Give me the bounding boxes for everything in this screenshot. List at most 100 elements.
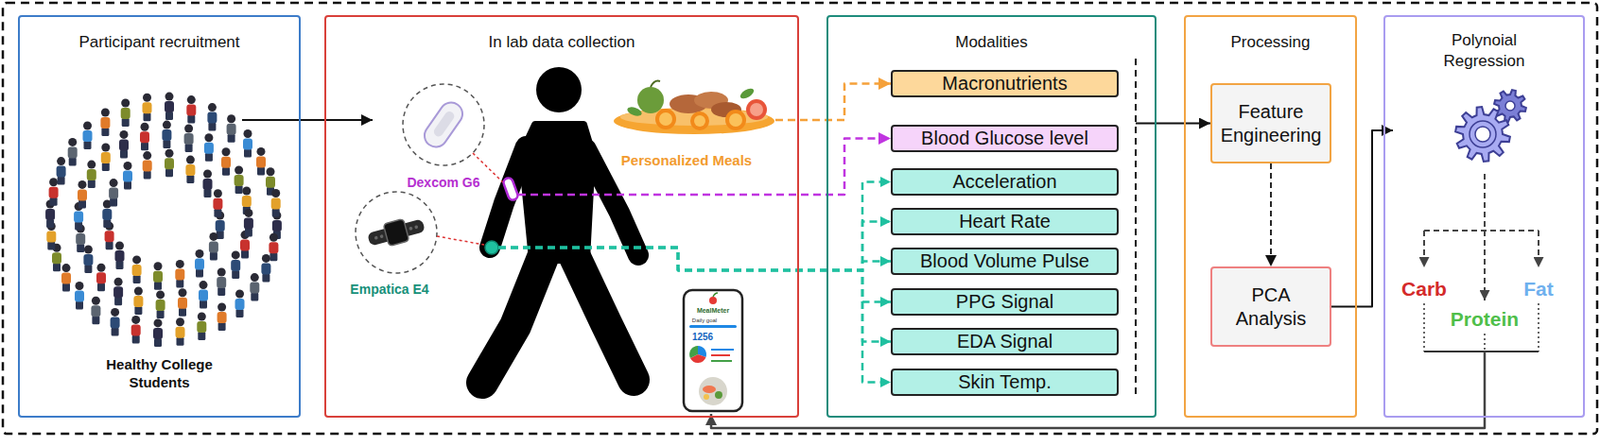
people-crowd <box>102 162 110 172</box>
people-crowd <box>203 170 213 199</box>
people-crowd <box>100 117 110 129</box>
people-crowd <box>68 146 78 158</box>
stage-panel: ModalitiesMacronutrientsBlood Glucose le… <box>826 15 1157 418</box>
empatica-device <box>382 219 409 247</box>
people-crowd <box>45 92 282 348</box>
people-crowd <box>175 327 186 339</box>
people-crowd <box>104 230 115 243</box>
phone-app <box>714 391 723 400</box>
people-crowd <box>90 296 101 326</box>
people-crowd <box>153 318 163 348</box>
people-crowd <box>114 278 123 287</box>
people-crowd <box>175 317 185 327</box>
people-crowd <box>256 156 266 168</box>
people-crowd <box>235 298 245 311</box>
people-crowd <box>186 174 194 184</box>
phone-app <box>713 293 718 297</box>
meal-plate <box>613 81 775 135</box>
output-label: Carb <box>1401 278 1447 300</box>
people-crowd <box>272 208 280 218</box>
stage-panel: Participant recruitmentHealthy College S… <box>17 15 301 418</box>
people-crowd <box>110 308 120 317</box>
people-crowd <box>56 166 67 178</box>
people-crowd <box>87 179 96 189</box>
people-crowd <box>108 188 119 200</box>
people-crowd <box>185 156 195 185</box>
people-crowd <box>134 287 143 296</box>
people-crowd <box>195 269 204 279</box>
people-crowd <box>133 295 143 308</box>
people-crowd <box>209 251 218 261</box>
app-name: MealMeter <box>696 307 730 315</box>
modality-box: Acceleration <box>890 168 1119 196</box>
people-crowd <box>261 254 271 263</box>
people-crowd <box>197 331 206 341</box>
people-crowd <box>78 199 87 209</box>
gear-icon <box>1455 106 1511 162</box>
people-crowd <box>178 288 188 297</box>
people-crowd <box>174 268 185 280</box>
people-crowd <box>203 170 212 179</box>
people-crowd <box>216 268 227 297</box>
people-crowd <box>234 174 244 187</box>
people-crowd <box>75 281 85 291</box>
people-crowd <box>231 250 241 260</box>
meal-plate <box>637 86 664 114</box>
people-crowd <box>271 198 281 210</box>
meal-plate <box>659 112 673 126</box>
box-label: Skin Temp. <box>957 371 1052 394</box>
panel-title: In lab data collection <box>419 33 704 53</box>
people-crowd <box>121 99 130 108</box>
flow-arrow <box>498 247 891 343</box>
people-crowd <box>156 290 166 319</box>
people-crowd <box>120 130 129 140</box>
output-bracket <box>1483 351 1487 418</box>
phone-app <box>689 346 698 359</box>
people-crowd <box>195 249 205 259</box>
box-label: Acceleration <box>952 171 1057 193</box>
people-crowd <box>243 129 253 139</box>
people-crowd <box>154 338 162 348</box>
people-crowd <box>203 178 213 191</box>
dexcom-device <box>402 84 520 202</box>
walking-person <box>489 146 526 248</box>
people-crowd <box>52 262 61 272</box>
people-crowd <box>243 129 253 158</box>
people-crowd <box>161 129 172 141</box>
people-crowd <box>156 299 166 312</box>
phone-app <box>711 360 732 363</box>
output-bracket <box>1483 333 1486 352</box>
gear-icon <box>1475 126 1491 142</box>
people-crowd <box>268 233 279 262</box>
people-crowd <box>165 111 174 121</box>
empatica-device <box>366 218 426 246</box>
gear-icon <box>1505 101 1515 111</box>
people-crowd <box>205 153 213 162</box>
people-crowd <box>68 138 77 147</box>
people-crowd <box>131 315 141 345</box>
people-crowd <box>83 254 93 266</box>
people-crowd <box>75 301 84 311</box>
people-crowd <box>186 104 196 117</box>
flow-arrow <box>498 247 891 271</box>
box-label: PPG Signal <box>956 291 1054 314</box>
panel-title: Processing <box>1190 33 1352 53</box>
people-crowd <box>235 290 244 299</box>
people-crowd <box>142 93 153 122</box>
people-crowd <box>49 177 58 187</box>
people-crowd <box>154 318 163 328</box>
people-crowd <box>243 149 252 158</box>
empatica-device <box>355 191 437 274</box>
people-crowd <box>133 287 143 316</box>
meal-plate <box>738 86 756 102</box>
empatica-device <box>365 214 427 252</box>
phone-app <box>702 385 716 394</box>
modality-box: Heart Rate <box>890 208 1119 236</box>
people-crowd <box>132 255 141 264</box>
people-crowd <box>226 123 237 136</box>
output-tree <box>1424 229 1539 232</box>
people-crowd <box>154 261 163 271</box>
modality-box: PPG Signal <box>890 288 1119 316</box>
people-crowd <box>108 178 119 208</box>
people-crowd <box>56 156 67 186</box>
